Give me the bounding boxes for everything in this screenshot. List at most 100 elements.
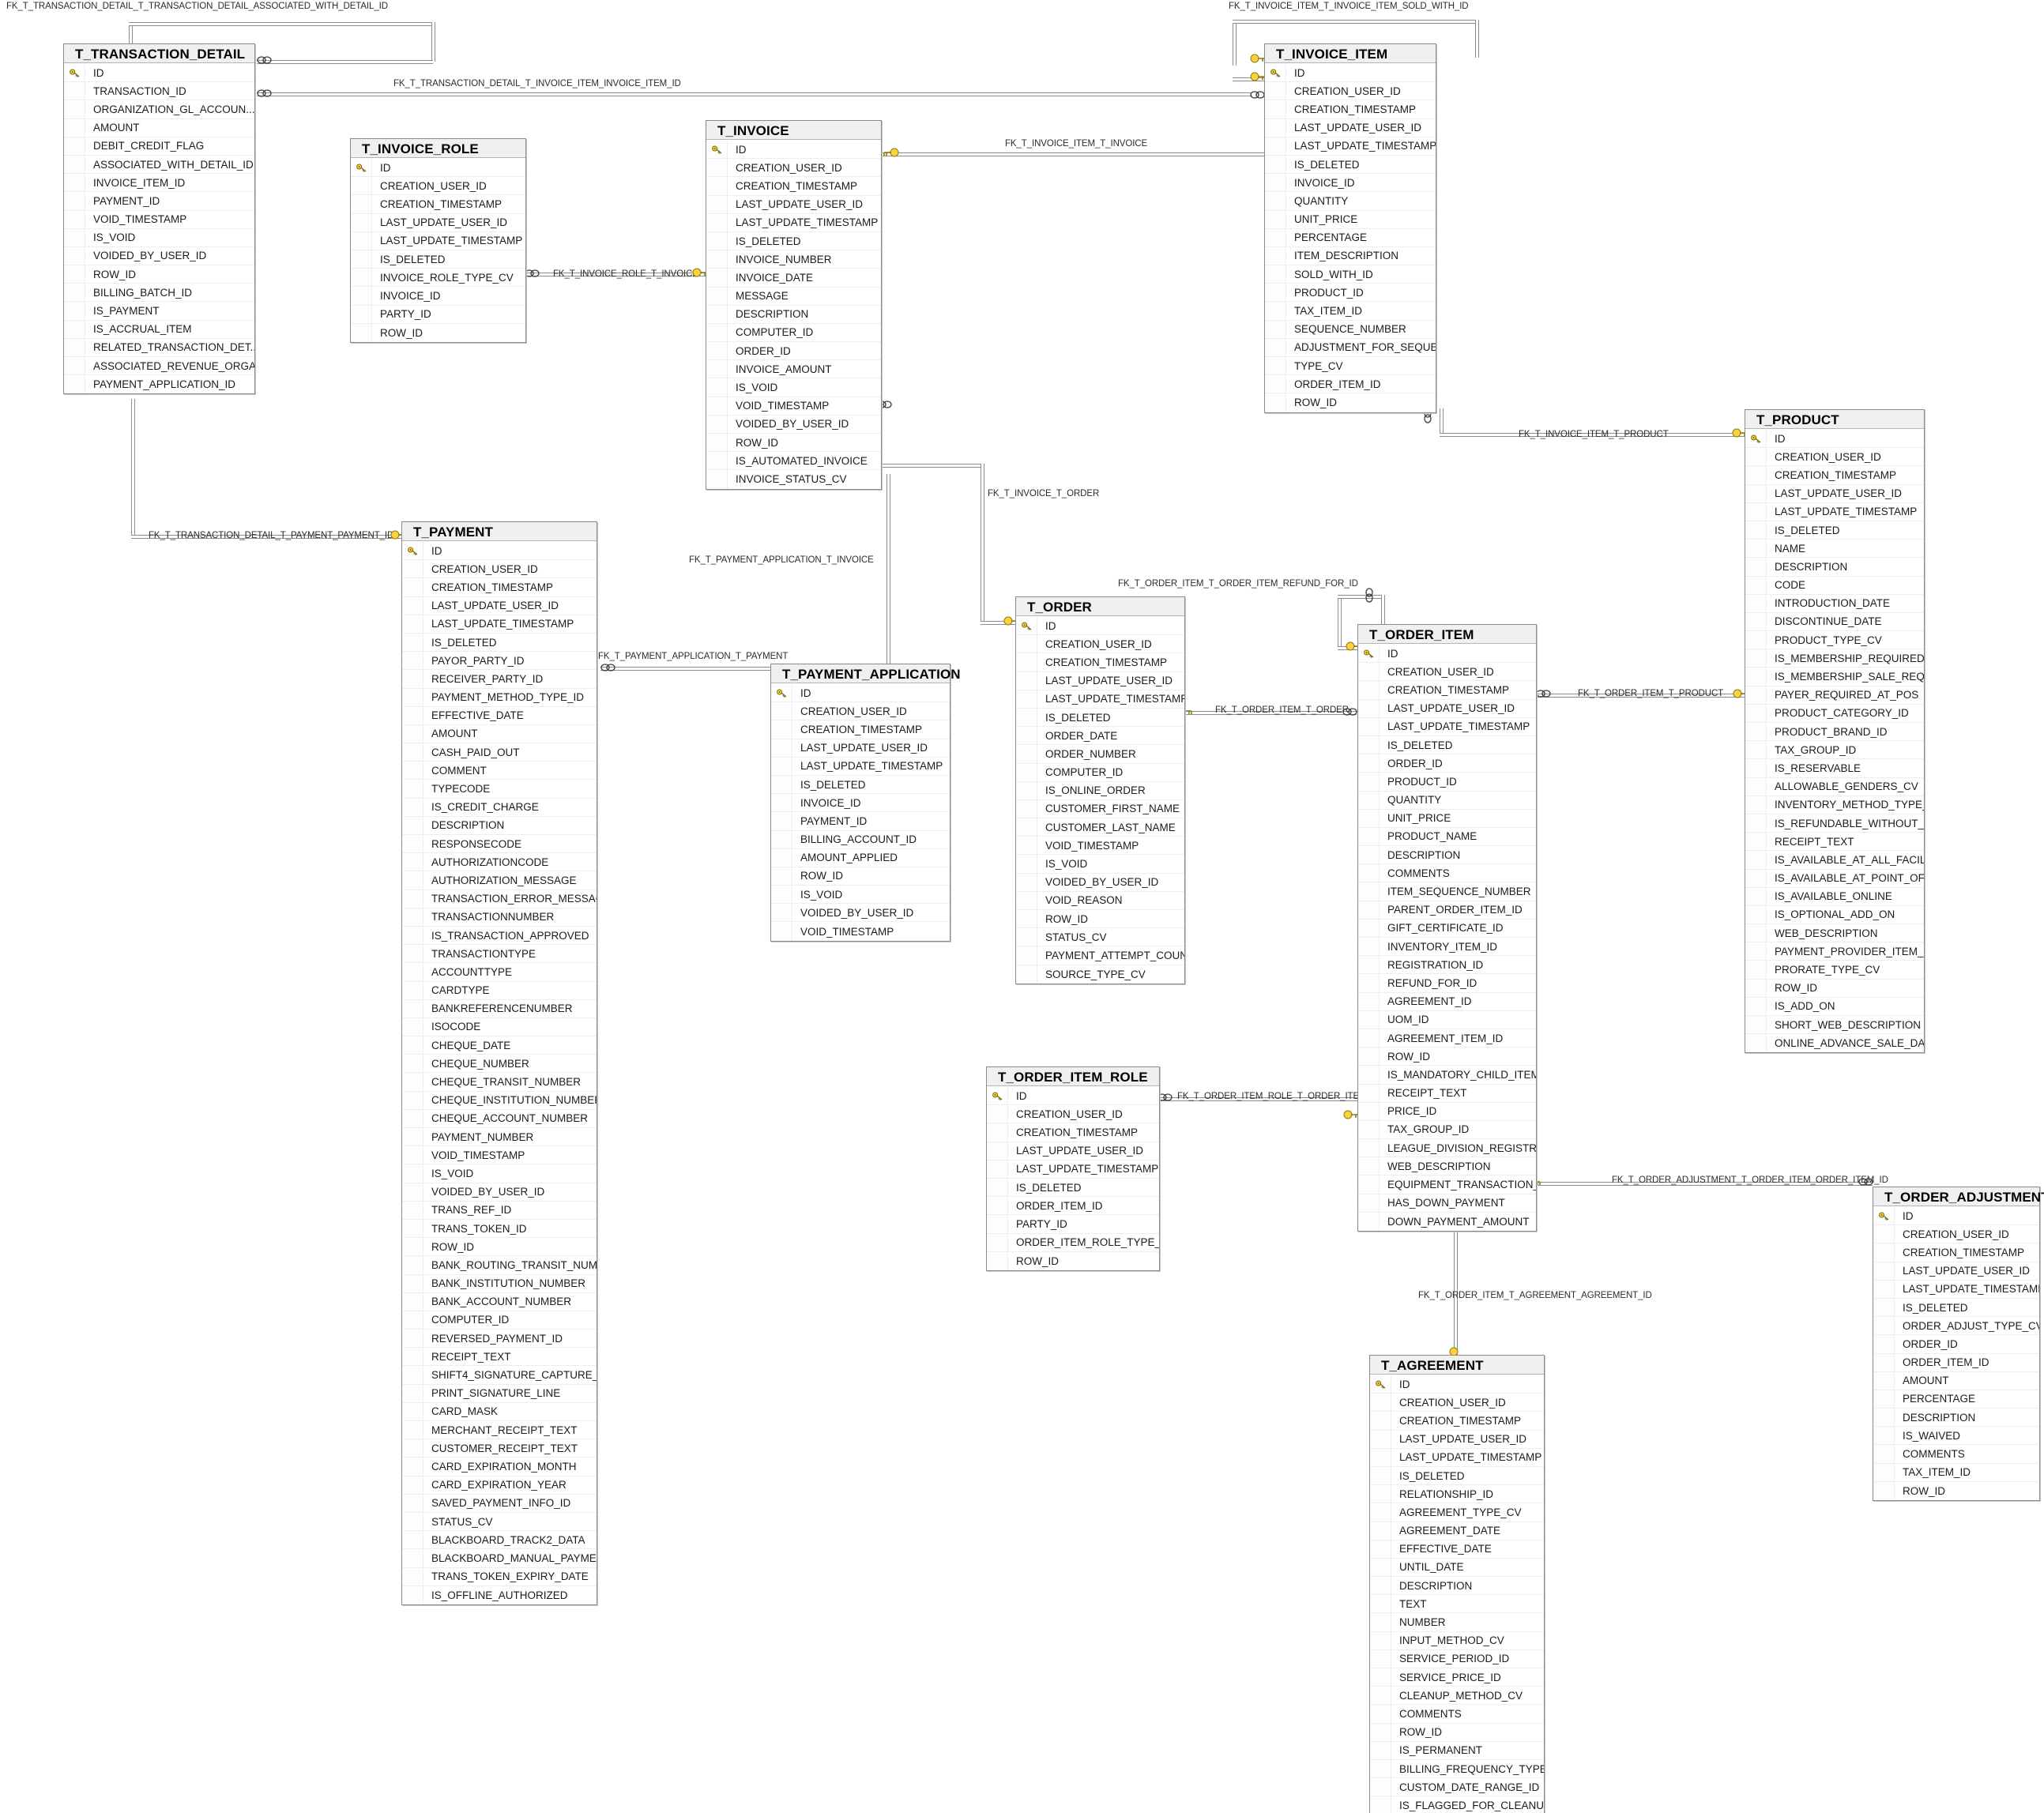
entity-column[interactable]: TRANS_REF_ID: [402, 1201, 597, 1220]
entity-column[interactable]: BANK_ACCOUNT_NUMBER: [402, 1292, 597, 1311]
entity-column[interactable]: IS_CREDIT_CHARGE: [402, 798, 597, 817]
entity-column[interactable]: DESCRIPTION: [402, 816, 597, 835]
entity-column[interactable]: CUSTOMER_LAST_NAME: [1016, 818, 1184, 837]
entity-column[interactable]: PERCENTAGE: [1265, 228, 1436, 247]
entity-column[interactable]: IS_PERMANENT: [1370, 1741, 1544, 1760]
entity-column[interactable]: IS_DELETED: [1873, 1298, 2039, 1318]
entity-column[interactable]: ROW_ID: [771, 867, 950, 886]
entity-column[interactable]: ROW_ID: [402, 1238, 597, 1257]
entity-column[interactable]: CREATION_TIMESTAMP: [402, 578, 597, 597]
entity-column[interactable]: RELATIONSHIP_ID: [1370, 1485, 1544, 1504]
entity-column[interactable]: IS_AVAILABLE_AT_POINT_OF_S...: [1745, 869, 1924, 888]
entity-column[interactable]: LAST_UPDATE_TIMESTAMP: [1745, 502, 1924, 521]
entity-column[interactable]: CREATION_TIMESTAMP: [1358, 681, 1536, 700]
entity-column[interactable]: PRICE_ID: [1358, 1102, 1536, 1121]
entity-column[interactable]: IS_AUTOMATED_INVOICE: [706, 452, 881, 471]
entity-column[interactable]: ROW_ID: [706, 434, 881, 453]
entity-column[interactable]: CREATION_TIMESTAMP: [1016, 653, 1184, 672]
entity-column[interactable]: BANK_ROUTING_TRANSIT_NUMBER: [402, 1256, 597, 1275]
entity-column[interactable]: SERVICE_PRICE_ID: [1370, 1668, 1544, 1687]
entity-column[interactable]: CREATION_TIMESTAMP: [771, 720, 950, 739]
entity-column[interactable]: IS_DELETED: [1370, 1466, 1544, 1486]
entity-column[interactable]: CREATION_TIMESTAMP: [1745, 466, 1924, 485]
entity-column[interactable]: CARD_EXPIRATION_MONTH: [402, 1458, 597, 1476]
entity-column[interactable]: BANKREFERENCENUMBER: [402, 999, 597, 1018]
entity-column[interactable]: SAVED_PAYMENT_INFO_ID: [402, 1494, 597, 1513]
entity-column[interactable]: WEB_DESCRIPTION: [1745, 924, 1924, 943]
entity-column[interactable]: PAYMENT_APPLICATION_ID: [64, 375, 254, 394]
entity-column[interactable]: IS_DELETED: [771, 775, 950, 795]
entity-column[interactable]: BLACKBOARD_MANUAL_PAYMENT_ID: [402, 1549, 597, 1568]
entity-column[interactable]: PAYMENT_METHOD_TYPE_ID: [402, 688, 597, 707]
entity-column[interactable]: PRODUCT_ID: [1265, 284, 1436, 303]
entity-column[interactable]: DESCRIPTION: [1370, 1577, 1544, 1596]
entity-column[interactable]: IS_DELETED: [1358, 735, 1536, 755]
entity-column[interactable]: INPUT_METHOD_CV: [1370, 1631, 1544, 1650]
entity-column[interactable]: VOIDED_BY_USER_ID: [1016, 873, 1184, 892]
entity-column[interactable]: RECEIVER_PARTY_ID: [402, 670, 597, 689]
entity-column[interactable]: UNTIL_DATE: [1370, 1558, 1544, 1578]
entity-column[interactable]: RECEIPT_TEXT: [402, 1348, 597, 1367]
entity-column[interactable]: SHIFT4_SIGNATURE_CAPTURE_DATA: [402, 1366, 597, 1385]
entity-column[interactable]: ITEM_DESCRIPTION: [1265, 246, 1436, 266]
entity-column[interactable]: ORDER_NUMBER: [1016, 745, 1184, 764]
entity-column[interactable]: RECEIPT_TEXT: [1745, 833, 1924, 852]
entity-column[interactable]: ALLOWABLE_GENDERS_CV: [1745, 777, 1924, 796]
entity-column[interactable]: ORDER_ITEM_ROLE_TYPE_ID: [987, 1233, 1159, 1252]
entity-column[interactable]: ORGANIZATION_GL_ACCOUN...: [64, 100, 254, 119]
entity-column-primary-key[interactable]: ID: [351, 159, 525, 178]
entity-column[interactable]: CUSTOMER_RECEIPT_TEXT: [402, 1439, 597, 1458]
entity-column[interactable]: WEB_DESCRIPTION: [1358, 1157, 1536, 1176]
entity-column[interactable]: MERCHANT_RECEIPT_TEXT: [402, 1421, 597, 1440]
entity-column[interactable]: CUSTOM_DATE_RANGE_ID: [1370, 1778, 1544, 1797]
entity-column[interactable]: IS_ONLINE_ORDER: [1016, 781, 1184, 800]
entity-column[interactable]: TRANSACTION_ID: [64, 82, 254, 101]
entity-column-primary-key[interactable]: ID: [1370, 1375, 1544, 1394]
entity-column[interactable]: LAST_UPDATE_USER_ID: [1358, 699, 1536, 718]
entity-column[interactable]: IS_PAYMENT: [64, 302, 254, 321]
entity-column[interactable]: INVOICE_ITEM_ID: [64, 174, 254, 193]
entity-column-primary-key[interactable]: ID: [771, 684, 950, 703]
entity-column[interactable]: CREATION_TIMESTAMP: [1370, 1412, 1544, 1431]
entity-column-primary-key[interactable]: ID: [1873, 1207, 2039, 1226]
entity-column-primary-key[interactable]: ID: [402, 542, 597, 561]
entity-column[interactable]: PRODUCT_ID: [1358, 773, 1536, 792]
entity-column[interactable]: LAST_UPDATE_USER_ID: [1873, 1262, 2039, 1281]
entity-column[interactable]: AGREEMENT_TYPE_CV: [1370, 1503, 1544, 1522]
entity-column[interactable]: IS_MEMBERSHIP_REQUIRED: [1745, 649, 1924, 668]
entity-column[interactable]: IS_AVAILABLE_ONLINE: [1745, 887, 1924, 906]
entity-column[interactable]: INVOICE_ID: [1265, 174, 1436, 193]
entity-column[interactable]: PRODUCT_BRAND_ID: [1745, 723, 1924, 742]
entity-column[interactable]: INVOICE_ID: [351, 287, 525, 306]
entity-column[interactable]: GIFT_CERTIFICATE_ID: [1358, 919, 1536, 938]
entity-column[interactable]: SOURCE_TYPE_CV: [1016, 965, 1184, 984]
entity-column[interactable]: TYPECODE: [402, 780, 597, 799]
entity-column[interactable]: IS_RESERVABLE: [1745, 759, 1924, 778]
entity-column[interactable]: CARDTYPE: [402, 981, 597, 1000]
entity-column[interactable]: PARTY_ID: [351, 305, 525, 324]
entity-column-primary-key[interactable]: ID: [706, 141, 881, 160]
entity-column[interactable]: TRANSACTIONTYPE: [402, 945, 597, 964]
entity-column[interactable]: CREATION_USER_ID: [1016, 635, 1184, 654]
entity-column[interactable]: CREATION_TIMESTAMP: [706, 177, 881, 196]
entity-column[interactable]: LAST_UPDATE_TIMESTAMP: [1016, 690, 1184, 709]
entity-column[interactable]: IS_VOID: [402, 1164, 597, 1183]
entity-column[interactable]: IS_TRANSACTION_APPROVED: [402, 926, 597, 946]
entity-column[interactable]: IS_DELETED: [987, 1178, 1159, 1198]
entity-column[interactable]: RESPONSECODE: [402, 835, 597, 854]
entity-column[interactable]: CREATION_TIMESTAMP: [1873, 1243, 2039, 1262]
entity-column[interactable]: RECEIPT_TEXT: [1358, 1084, 1536, 1103]
entity-column[interactable]: LAST_UPDATE_USER_ID: [1016, 671, 1184, 690]
entity-column[interactable]: AMOUNT_APPLIED: [771, 848, 950, 867]
entity-column[interactable]: CREATION_USER_ID: [1358, 663, 1536, 682]
entity-column[interactable]: LAST_UPDATE_USER_ID: [351, 213, 525, 232]
entity-column[interactable]: EFFECTIVE_DATE: [402, 706, 597, 725]
entity-column[interactable]: QUANTITY: [1265, 192, 1436, 211]
entity-column[interactable]: INVENTORY_ITEM_ID: [1358, 938, 1536, 957]
entity-column[interactable]: PAYMENT_ID: [771, 812, 950, 831]
entity-column[interactable]: INVOICE_AMOUNT: [706, 360, 881, 379]
entity-column-primary-key[interactable]: ID: [987, 1087, 1159, 1106]
entity-column[interactable]: ORDER_ITEM_ID: [1265, 375, 1436, 394]
entity-column[interactable]: DISCONTINUE_DATE: [1745, 612, 1924, 632]
